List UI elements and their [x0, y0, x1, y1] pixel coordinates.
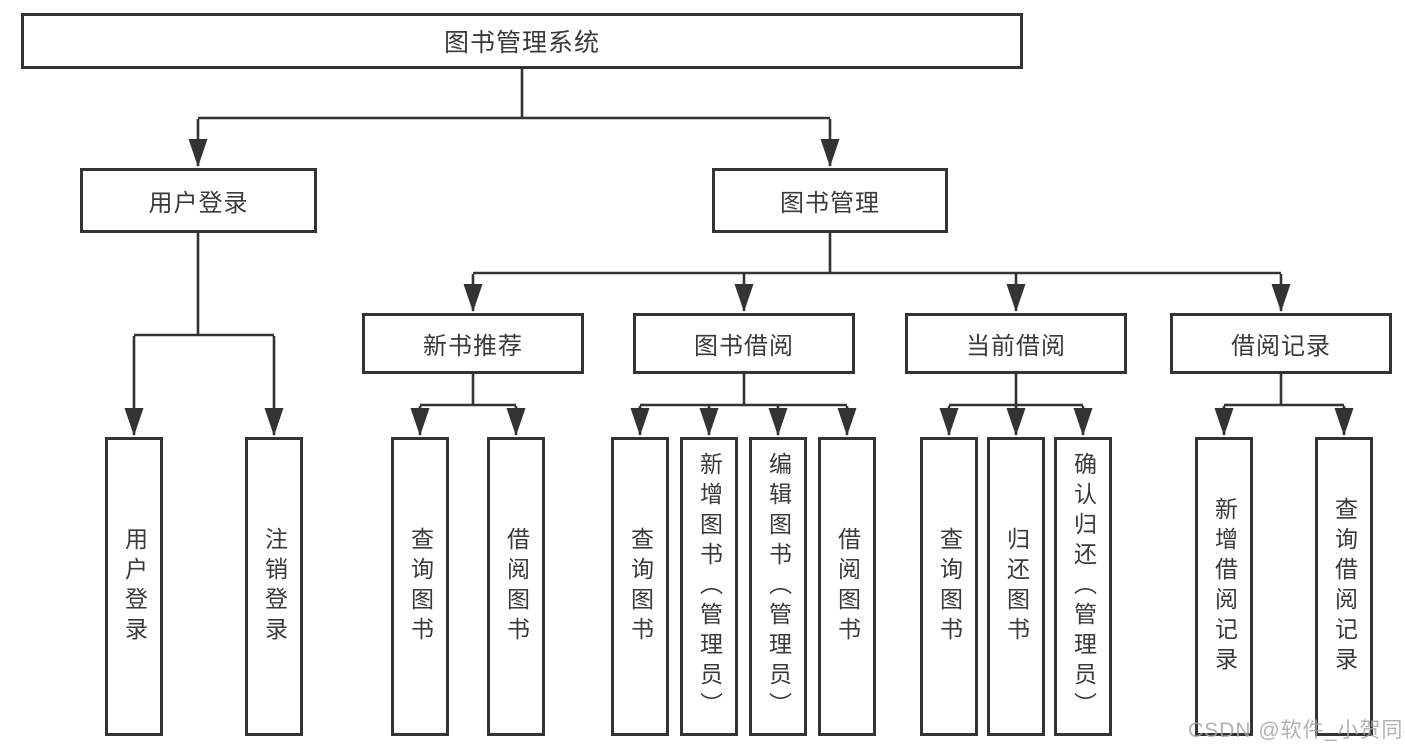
leaf-edit-books-admin: 编辑图书（管理员）	[749, 437, 807, 736]
leaf-return-books: 归还图书	[987, 437, 1045, 736]
leaf-add-borrow-record: 新增借阅记录	[1195, 437, 1253, 736]
node-borrow-records: 借阅记录	[1170, 313, 1392, 374]
tree-edges	[124, 69, 1354, 436]
node-label: 当前借阅	[966, 333, 1066, 360]
node-user-login: 用户登录	[80, 168, 317, 233]
leaf-label: 注销登录	[261, 526, 288, 647]
leaf-label: 查询借阅记录	[1331, 496, 1358, 677]
leaf-label: 借阅图书	[503, 526, 530, 647]
leaf-logout: 注销登录	[245, 437, 303, 736]
leaf-confirm-return-admin: 确认归还（管理员）	[1054, 437, 1112, 736]
node-label: 新书推荐	[423, 333, 523, 360]
node-label: 图书借阅	[694, 333, 794, 360]
leaf-query-borrow-record: 查询借阅记录	[1315, 437, 1373, 736]
leaf-label: 归还图书	[1003, 526, 1030, 647]
leaf-query-books-2: 查询图书	[611, 437, 669, 736]
leaf-label: 借阅图书	[834, 526, 861, 647]
node-label: 借阅记录	[1231, 333, 1331, 360]
leaf-label: 新增图书（管理员）	[696, 451, 723, 722]
node-root-library-system: 图书管理系统	[21, 13, 1023, 69]
csdn-watermark: CSDN @软件_小贺同学	[1188, 719, 1405, 742]
node-book-borrow: 图书借阅	[633, 313, 855, 374]
leaf-label: 查询图书	[627, 526, 654, 647]
leaf-label: 查询图书	[936, 526, 963, 647]
node-label: 图书管理系统	[443, 29, 600, 57]
leaf-borrow-books-2: 借阅图书	[818, 437, 876, 736]
leaf-user-login: 用户登录	[105, 437, 163, 736]
node-book-management: 图书管理	[712, 168, 948, 233]
leaf-label: 新增借阅记录	[1211, 496, 1238, 677]
leaf-query-books-3: 查询图书	[920, 437, 978, 736]
leaf-label: 用户登录	[121, 526, 148, 647]
node-label: 图书管理	[780, 190, 880, 217]
leaf-add-books-admin: 新增图书（管理员）	[680, 437, 738, 736]
node-new-book-recommend: 新书推荐	[362, 313, 584, 374]
leaf-query-books: 查询图书	[391, 437, 449, 736]
leaf-label: 编辑图书（管理员）	[765, 451, 792, 722]
leaf-label: 确认归还（管理员）	[1070, 451, 1097, 722]
leaf-borrow-books: 借阅图书	[487, 437, 545, 736]
leaf-label: 查询图书	[407, 526, 434, 647]
node-label: 用户登录	[148, 190, 249, 217]
node-current-borrow: 当前借阅	[905, 313, 1127, 374]
